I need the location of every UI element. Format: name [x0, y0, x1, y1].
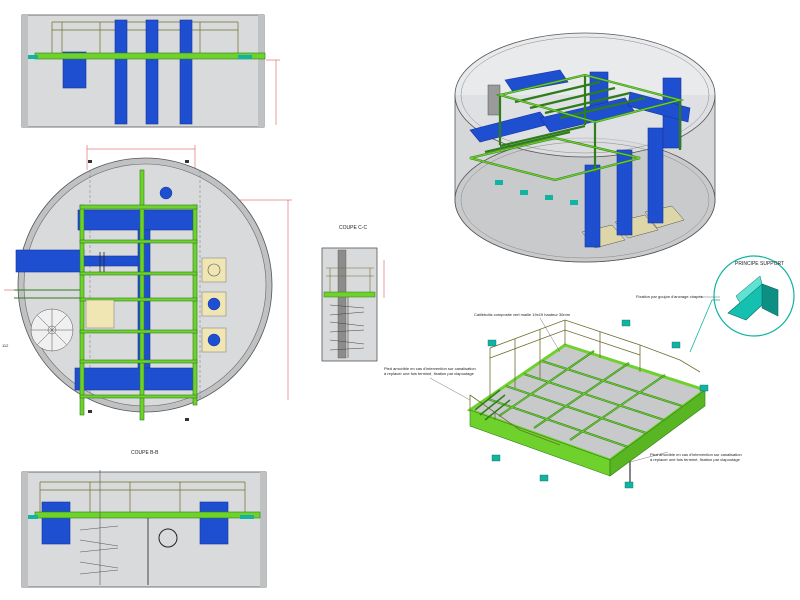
- removable-leg-note-right: Pied amovible en cas d'intervention sur …: [650, 452, 742, 462]
- section-c-c: [321, 247, 385, 362]
- support-detail: [689, 255, 795, 353]
- dimension-112: 112: [2, 343, 9, 348]
- isometric-tank-view: [454, 32, 716, 263]
- elevation-top-view: [21, 14, 280, 128]
- plan-view: [4, 145, 292, 421]
- support-detail-title: PRINCIPE SUPPORT: [735, 261, 785, 267]
- fixation-support-note: Fixation par goujon d'ancrage chapés: [636, 294, 703, 299]
- isometric-platform: [429, 317, 709, 489]
- spiral-staircase-plan: [30, 308, 74, 352]
- section-b-b: [21, 470, 267, 588]
- section-b-label: COUPE B-B: [131, 450, 159, 456]
- section-c-label: COUPE C-C: [339, 225, 368, 231]
- caillebotis-note: Caillebotis composite vert maille 19x19 …: [474, 312, 571, 317]
- removable-leg-note-left: Pied amovible en cas d'intervention sur …: [384, 366, 476, 376]
